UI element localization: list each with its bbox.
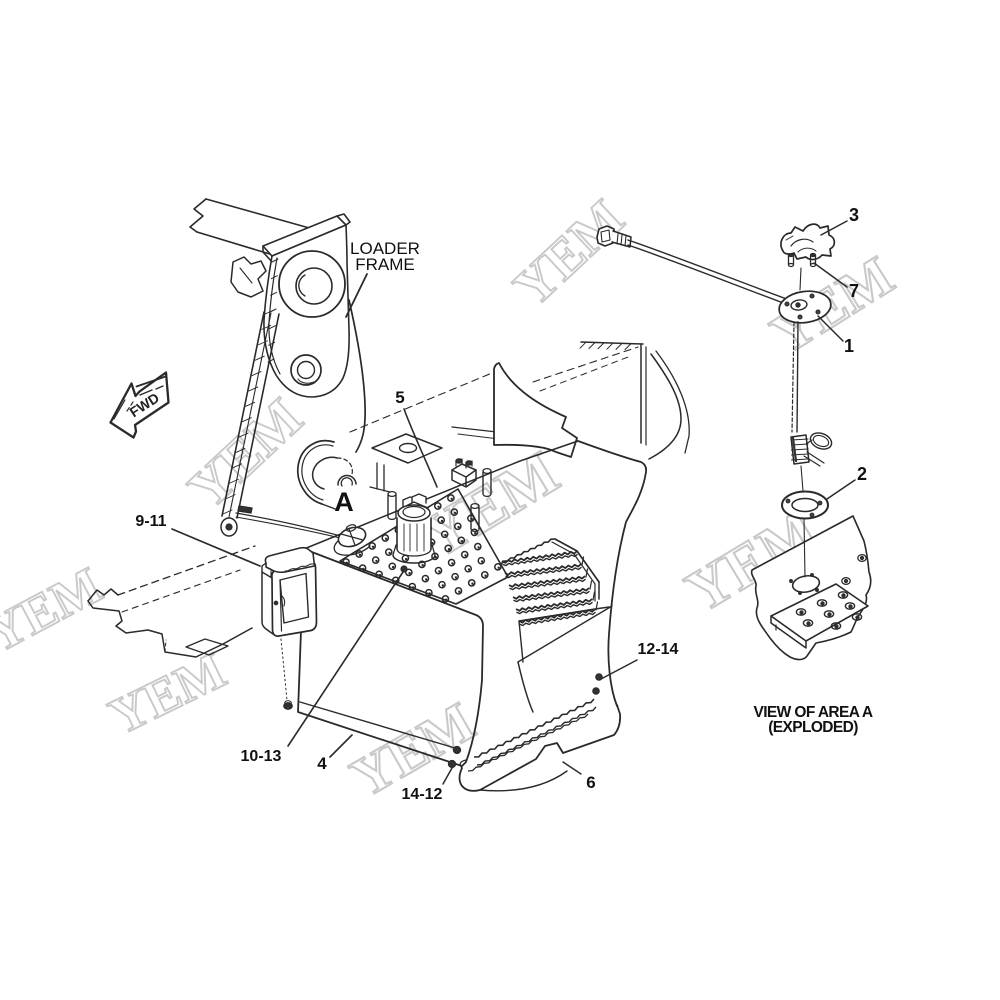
svg-text:9-11: 9-11	[135, 513, 166, 530]
svg-text:(EXPLODED): (EXPLODED)	[768, 719, 858, 736]
svg-text:A: A	[334, 487, 354, 517]
svg-text:12-14: 12-14	[638, 641, 679, 658]
svg-text:10-13: 10-13	[241, 748, 282, 765]
svg-text:6: 6	[586, 773, 595, 792]
svg-text:VIEW OF AREA A: VIEW OF AREA A	[753, 704, 872, 721]
svg-text:LOADER: LOADER	[350, 239, 420, 258]
svg-text:1: 1	[844, 336, 854, 356]
svg-text:7: 7	[849, 281, 859, 301]
svg-text:3: 3	[849, 205, 859, 225]
svg-text:2: 2	[857, 464, 867, 484]
svg-text:5: 5	[395, 388, 404, 407]
svg-text:14-12: 14-12	[402, 786, 443, 803]
svg-text:FRAME: FRAME	[355, 255, 415, 274]
svg-text:4: 4	[317, 754, 327, 773]
